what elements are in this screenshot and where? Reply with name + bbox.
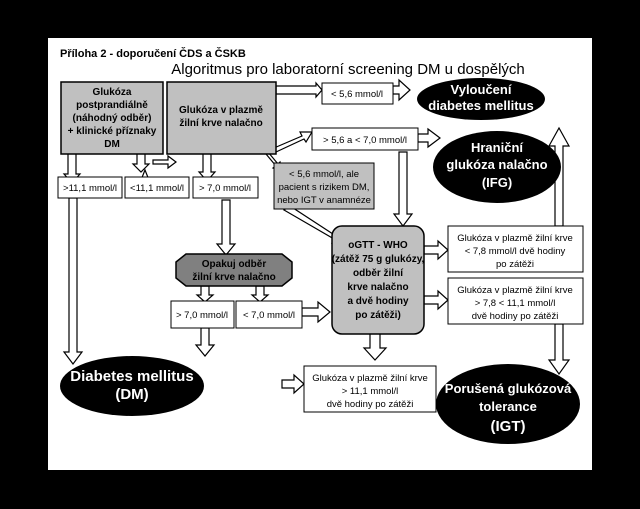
node-glukoza-nalacno: Glukóza v plazmě žilní krve nalačno <box>166 81 277 155</box>
label-ge56-lt70: > 5,6 a < 7,0 mmol/l <box>311 127 419 151</box>
arrow-ge111-to-dm <box>62 197 84 365</box>
node-diabetes-mellitus: Diabetes mellitus (DM) <box>60 356 204 416</box>
arrow-opakuj-down-right <box>250 285 270 303</box>
label-text: <11,1 mmol/l <box>130 183 184 194</box>
node-text: krve nalačno <box>347 282 408 293</box>
node-text: Opakuj odběr <box>202 259 267 270</box>
label-ge111-left: >11,1 mmol/l <box>57 176 123 199</box>
node-text: Hraniční <box>471 140 523 155</box>
label-text: Glukóza v plazmě žilní krve <box>457 233 573 244</box>
arrow-ifg-to-ogtt <box>392 151 414 227</box>
arrow-post-down-mid <box>131 152 151 173</box>
label-text: Glukóza v plazmě žilní krve <box>312 373 428 384</box>
label-text: Glukóza v plazmě žilní krve <box>457 285 573 296</box>
label-text: > 11,1 mmol/l <box>342 386 399 397</box>
label-text: > 5,6 a < 7,0 mmol/l <box>323 135 407 146</box>
node-text: po zátěži) <box>355 310 401 321</box>
node-text: a dvě hodiny <box>347 296 409 307</box>
node-text: oGTT - WHO <box>348 240 408 251</box>
node-ifg: Hraniční glukóza nalačno (IFG) <box>433 131 561 203</box>
arrow-opakuj-down <box>195 285 215 303</box>
arrow-to-lt56 <box>275 81 323 99</box>
node-text: (náhodný odběr) <box>73 113 152 124</box>
label-lt70-bottom: < 7,0 mmol/l <box>235 300 303 329</box>
node-text: Vyloučení <box>451 82 512 97</box>
label-risk: < 5,6 mmol/l, ale pacient s rizikem DM, … <box>273 162 375 210</box>
node-text: Glukóza <box>93 87 132 98</box>
arrows-layer <box>62 78 571 395</box>
node-text: glukóza nalačno <box>446 157 547 172</box>
node-glukoza-postprandialne: Glukóza postprandiálně (náhodný odběr) +… <box>60 81 164 155</box>
node-text: (DM) <box>115 386 148 403</box>
label-text: < 5,6 mmol/l <box>331 89 383 100</box>
arrow-lt70b-to-ogtt <box>301 300 331 324</box>
label-res-78-111: Glukóza v plazmě žilní krve > 7,8 < 11,1… <box>447 277 584 325</box>
label-text: pacient s rizikem DM, <box>279 182 370 193</box>
node-text: (IFG) <box>482 175 512 190</box>
node-text: diabetes mellitus <box>428 98 533 113</box>
label-text: > 7,0 mmol/l <box>199 183 251 194</box>
label-lt56: < 5,6 mmol/l <box>321 82 394 105</box>
node-igt: Porušená glukózová tolerance (IGT) <box>436 364 580 444</box>
node-text: Diabetes mellitus <box>70 368 193 385</box>
node-text: + klinické příznaky <box>68 126 157 137</box>
label-lt111-left: <11,1 mmol/l <box>124 176 190 199</box>
label-res-ge111: Glukóza v plazmě žilní krve > 11,1 mmol/… <box>303 365 437 413</box>
label-ge70-top: > 7,0 mmol/l <box>192 176 259 199</box>
arrow-ge70-to-opakuj <box>215 199 237 256</box>
arrow-ogtt-down <box>362 332 388 361</box>
node-text: Porušená glukózová <box>445 381 572 396</box>
attachment-label: Příloha 2 - doporučení ČDS a ČSKB <box>60 47 246 60</box>
label-text: < 7,0 mmol/l <box>243 310 295 321</box>
label-text: > 7,8 < 11,1 mmol/l <box>475 298 556 309</box>
arrow-to-vylouceni <box>392 78 411 102</box>
label-ge70-bottom: > 7,0 mmol/l <box>170 300 235 329</box>
arrow-ogtt-to-78-111 <box>423 289 449 311</box>
label-text: nebo IGT v anamnéze <box>277 195 371 206</box>
label-text: >11,1 mmol/l <box>63 183 117 194</box>
arrow-to-ifg <box>417 127 441 149</box>
label-text: < 5,6 mmol/l, ale <box>289 169 359 180</box>
node-ogtt: oGTT - WHO (zátěž 75 g glukózy, odběr ži… <box>331 225 425 335</box>
node-text: Glukóza v plazmě <box>179 105 263 116</box>
node-text: (zátěž 75 g glukózy, <box>332 254 425 265</box>
label-text: < 7,8 mmol/l dvě hodiny <box>465 246 566 257</box>
arrow-ogtt-to-lt78 <box>423 239 449 261</box>
page-title: Algoritmus pro laboratorní screening DM … <box>171 61 525 78</box>
label-text: > 7,0 mmol/l <box>176 310 228 321</box>
arrow-diag-ifg <box>273 131 314 153</box>
label-text: po zátěži <box>496 259 534 270</box>
node-text: odběr žilní <box>353 268 404 279</box>
node-opakuj-odber: Opakuj odběr žilní krve nalačno <box>175 253 293 287</box>
node-text: postprandiálně <box>76 100 148 111</box>
node-text: tolerance <box>479 399 537 414</box>
node-text: žilní krve nalačno <box>192 272 275 283</box>
label-text: dvě hodiny po zátěži <box>472 311 559 322</box>
node-text: DM <box>104 139 120 150</box>
label-res-lt78: Glukóza v plazmě žilní krve < 7,8 mmol/l… <box>447 225 584 273</box>
node-text: žilní krve nalačno <box>179 118 262 129</box>
arrow-lt78-to-vylouceni <box>547 126 571 227</box>
label-text: dvě hodiny po zátěži <box>327 399 414 410</box>
node-vylouceni-dm: Vyloučení diabetes mellitus <box>417 78 545 120</box>
arrow-res111-to-dm <box>281 373 305 395</box>
node-text: (IGT) <box>491 418 526 435</box>
arrow-lt111-to-nalacno <box>152 154 177 170</box>
arrow-78-111-to-igt <box>547 323 571 376</box>
arrow-ge70b-to-dm <box>194 327 216 357</box>
